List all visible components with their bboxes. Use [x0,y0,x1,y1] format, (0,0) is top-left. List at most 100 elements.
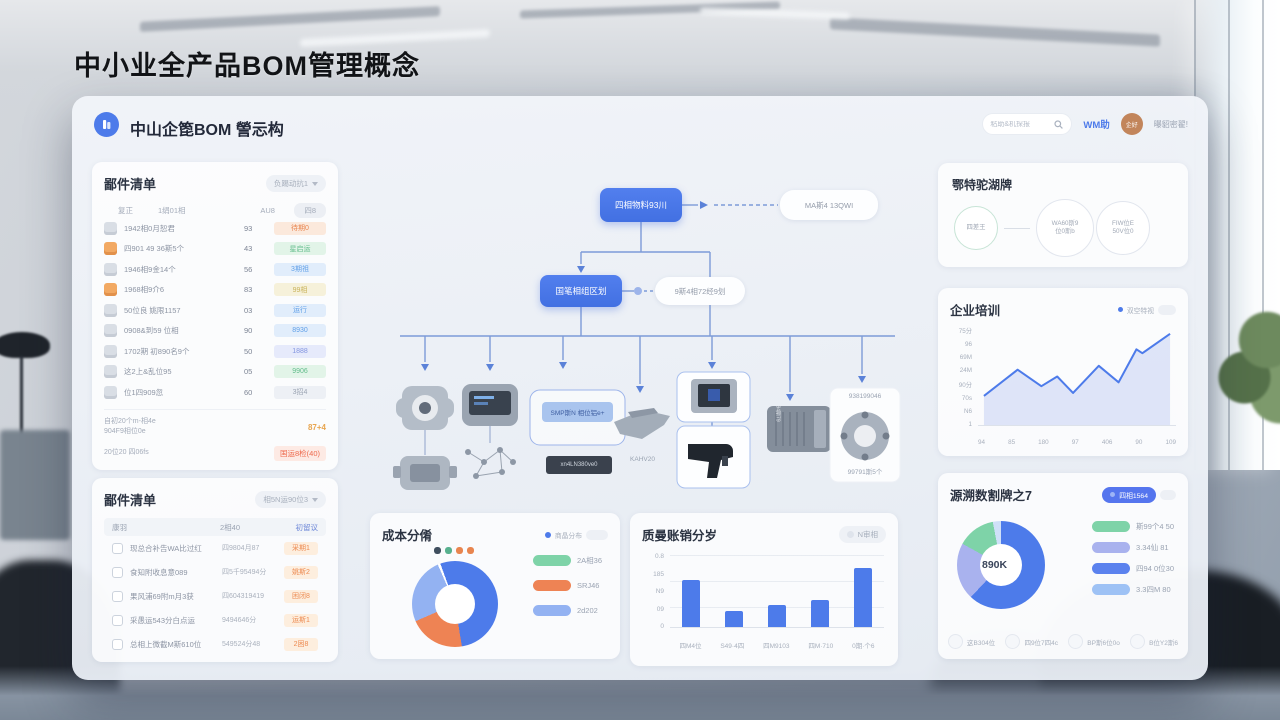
flow-sub-node[interactable]: 国笔相组区划 [540,275,622,307]
help-link[interactable]: WM助 [1083,120,1110,131]
part-icon [104,365,117,379]
legend-label: 四94 0位30 [1136,564,1174,573]
legend-item: 四94 0位30 [1092,563,1174,574]
search-box[interactable] [982,113,1073,135]
x-tick: 85 [1008,439,1016,446]
plant [1204,295,1280,445]
search-input[interactable] [990,120,1051,128]
y-tick: 75分 [958,328,972,335]
x-tick: 180 [1038,439,1049,446]
trace-donut-center: 890K [982,559,1008,571]
dashboard-card: 中山企箆BOM 謍忈构 WM助 企好 曝貂密翟! 鄙件清单 负踢动抗1 复正 1… [72,96,1208,680]
flow-root-node[interactable]: 四相物料93川 [600,188,682,222]
status-badge: 1888 [274,344,326,358]
flow-root-label: 四相物料93川 [615,200,667,210]
legend-pill[interactable] [1158,304,1176,315]
legend-label: 2d202 [576,606,598,615]
part-code: 四604319419 [222,593,265,600]
x-tick: S49·4四 [720,643,745,650]
row-checkbox[interactable] [112,638,123,650]
panel-legend: 商晶分布 [544,529,608,540]
part-name: 0908&到59 位相 [124,326,179,336]
status-badge: 3招4 [274,385,326,399]
flow-note-label: MA斯4 13QWI [804,200,854,210]
cost-donut-ring [412,561,498,647]
part-icon [104,324,117,338]
table-header: 复正 1绢01相 AU8 四8 [104,203,326,218]
legend-pill-icon [1092,542,1131,553]
y-tick: 90分 [958,382,972,389]
panel-chip[interactable]: N审相 [838,526,886,543]
legend-label: 3.34仙 81 [1136,543,1169,552]
app-logo-icon [94,112,119,137]
x-tick: 四M4位 [679,643,702,650]
avatar[interactable]: 企好 [1120,113,1143,135]
trace-donut-ring [957,521,1045,609]
legend-pill-icon [532,580,571,591]
metric-item: 这B304位 [948,634,995,649]
x-tick: 90 [1135,439,1143,446]
x-tick: 0期·个6 [852,643,875,650]
metric-label: 四9位7四4c [1024,639,1059,647]
legend-pill-icon [1092,521,1131,532]
trace-chip[interactable]: 四相1564 [1102,486,1156,503]
status-badge: 99相 [274,283,326,297]
part-qty: 05 [244,367,253,377]
sort-chip[interactable]: 负踢动抗1 [265,175,326,192]
table-row[interactable]: 1702期 初890名9个 50 1888 [104,341,326,362]
part-name: 1702期 初890名9个 [124,346,190,356]
flow-component-label: SMP斯N 相位铝e+ [542,402,613,422]
metric-label: B位Y2斯6 [1149,639,1178,647]
panel-title: 鄂特驼湖牌 [952,178,1013,192]
flow-note-label-2: 9斯4相72经9划 [674,286,726,296]
chip-dot-icon [1110,492,1116,497]
part-qty: 90 [244,326,253,336]
row-checkbox[interactable] [112,542,123,554]
flow-bracket-label: KAHV20 [630,456,655,463]
part-code: 四9804月87 [222,545,260,552]
panel-title: 鄙件清单 [104,177,157,192]
legend-pill[interactable] [586,529,608,540]
part-name: 采愚运543分白点运 [130,615,196,625]
row-checkbox[interactable] [112,590,123,602]
x-tick: 406 [1101,439,1113,446]
status-badge: 2困8 [284,637,318,651]
row-checkbox[interactable] [112,566,123,578]
metric-circle-icon [1068,634,1084,649]
part-name: 1942相0月恕君 [124,223,175,233]
flow-note-pill-2[interactable]: 9斯4相72经9划 [655,277,745,305]
x-tick: 109 [1165,439,1176,446]
legend-item: 2A相36 [532,555,602,566]
metric-label: BP斯6位0o [1087,639,1120,647]
panel-legend: 四相1564 [1102,486,1176,503]
footer-badge[interactable]: 国运8检(40) [273,445,326,461]
flow-note-pill[interactable]: MA斯4 13QWI [780,190,878,220]
legend-pill[interactable] [1160,489,1176,500]
part-code: 四5千95494分 [222,569,267,576]
y-tick: N9 [655,588,664,595]
part-bracket-image [614,408,670,439]
y-tick: N6 [963,408,972,415]
row-checkbox[interactable] [112,614,123,626]
table-header: 康羽 2相40 初留议 [104,518,326,536]
filter-chip[interactable]: 相5N运90位3 [255,491,326,508]
process-circle: 四差王 [954,206,998,250]
part-qty: 50 [244,346,253,356]
